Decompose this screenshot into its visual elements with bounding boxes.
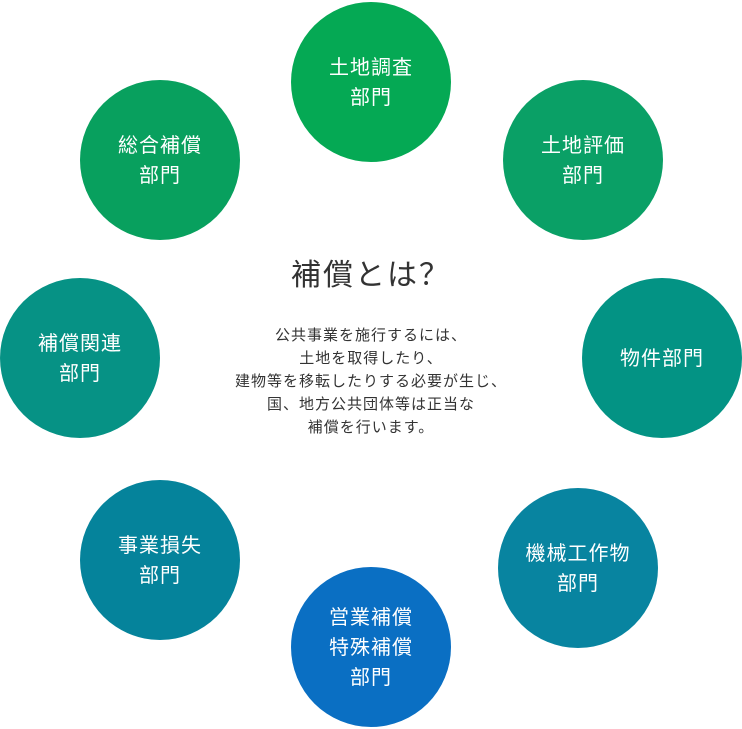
department-label-line: 部門 bbox=[350, 665, 392, 689]
center-explanation: 補償とは？ 公共事業を施行するには、 土地を取得したり、 建物等を移転したりする… bbox=[171, 250, 571, 439]
department-label-line: 土地調査 bbox=[329, 55, 413, 79]
department-compensation-related[interactable]: 補償関連 部門 bbox=[0, 278, 160, 438]
department-label-line: 特殊補償 bbox=[329, 635, 413, 659]
department-label-line: 補償関連 bbox=[38, 331, 122, 355]
description-line: 土地を取得したり、 bbox=[299, 349, 443, 367]
description-line: 補償を行います。 bbox=[307, 418, 435, 436]
department-label-line: 部門 bbox=[139, 163, 181, 187]
department-business-loss[interactable]: 事業損失 部門 bbox=[80, 480, 240, 640]
department-property[interactable]: 物件部門 bbox=[582, 278, 742, 438]
center-description: 公共事業を施行するには、 土地を取得したり、 建物等を移転したりする必要が生じ、… bbox=[171, 324, 571, 439]
department-land-appraisal[interactable]: 土地評価 部門 bbox=[503, 80, 663, 240]
department-label-line: 機械工作物 bbox=[525, 541, 631, 565]
department-label-line: 土地評価 bbox=[541, 133, 625, 157]
department-label-line: 部門 bbox=[350, 85, 392, 109]
description-line: 建物等を移転したりする必要が生じ、 bbox=[234, 372, 507, 390]
description-line: 公共事業を施行するには、 bbox=[274, 326, 467, 344]
department-label-line: 総合補償 bbox=[118, 133, 202, 157]
department-label-line: 部門 bbox=[139, 563, 181, 587]
department-label-line: 事業損失 bbox=[118, 533, 202, 557]
department-business-special-compensation[interactable]: 営業補償 特殊補償 部門 bbox=[291, 567, 451, 727]
department-machinery-structures[interactable]: 機械工作物 部門 bbox=[498, 488, 658, 648]
department-label-line: 営業補償 bbox=[329, 605, 413, 629]
department-land-survey[interactable]: 土地調査 部門 bbox=[291, 2, 451, 162]
department-general-compensation[interactable]: 総合補償 部門 bbox=[80, 80, 240, 240]
department-label-line: 部門 bbox=[562, 163, 604, 187]
department-label-line: 部門 bbox=[59, 361, 101, 385]
description-line: 国、地方公共団体等は正当な bbox=[266, 395, 475, 413]
center-title: 補償とは？ bbox=[291, 258, 451, 293]
department-label-line: 物件部門 bbox=[620, 346, 704, 370]
department-label-line: 部門 bbox=[557, 571, 599, 595]
